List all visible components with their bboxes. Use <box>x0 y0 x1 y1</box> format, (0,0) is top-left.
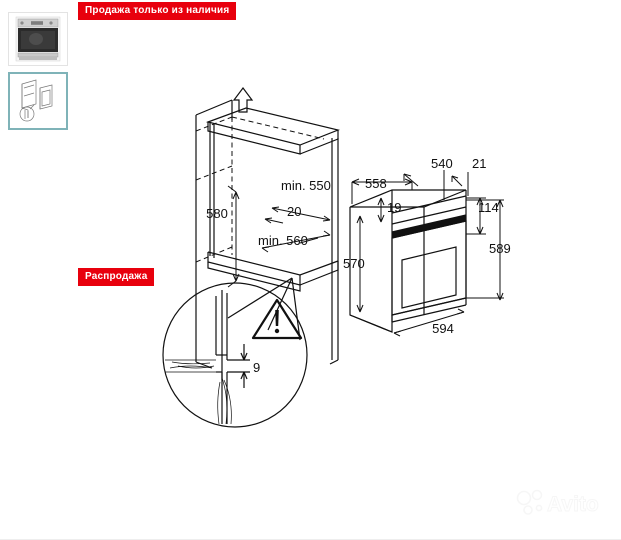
oven-photo-icon <box>9 13 67 65</box>
installation-diagram-icon <box>10 74 64 128</box>
dimension-label-570: 570 <box>343 256 365 271</box>
dimension-label-21: 21 <box>472 156 486 171</box>
dimension-label-558: 558 <box>365 176 387 191</box>
installation-diagram-thumbnail[interactable] <box>8 72 68 130</box>
dimension-label-540: 540 <box>431 156 453 171</box>
dimension-label-580: 580 <box>206 206 228 221</box>
dimension-label-min-560: min. 560 <box>258 233 308 248</box>
sale-badge: Распродажа <box>78 268 155 286</box>
dimension-label-20: 20 <box>287 204 301 219</box>
dimension-labels: 580 min. 550 20 min. 560 540 21 558 19 1… <box>206 156 511 375</box>
dimension-label-594: 594 <box>432 321 454 336</box>
detail-callout-figure <box>162 277 308 428</box>
dimension-label-19: 19 <box>387 200 401 215</box>
dimension-label-589: 589 <box>489 241 511 256</box>
thumbnail-rail <box>8 12 70 136</box>
avito-wordmark: Avito <box>547 493 599 516</box>
dimension-label-114: 114 <box>478 200 499 215</box>
cabinet-cutout-figure <box>195 87 340 369</box>
avito-watermark: Avito <box>513 486 609 525</box>
avito-logo-icon: Avito <box>516 489 599 517</box>
oven-dimensions <box>351 170 504 337</box>
oven-figure <box>349 189 467 333</box>
availability-badge: Продажа только из наличия <box>78 2 237 20</box>
warning-triangle-icon <box>251 298 303 340</box>
cabinet-dimensions <box>227 185 331 288</box>
airflow-up-arrow-icon <box>232 87 254 113</box>
dimension-label-min-550: min. 550 <box>281 178 331 193</box>
dimension-label-9: 9 <box>253 360 260 375</box>
oven-photo-thumbnail[interactable] <box>8 12 68 66</box>
